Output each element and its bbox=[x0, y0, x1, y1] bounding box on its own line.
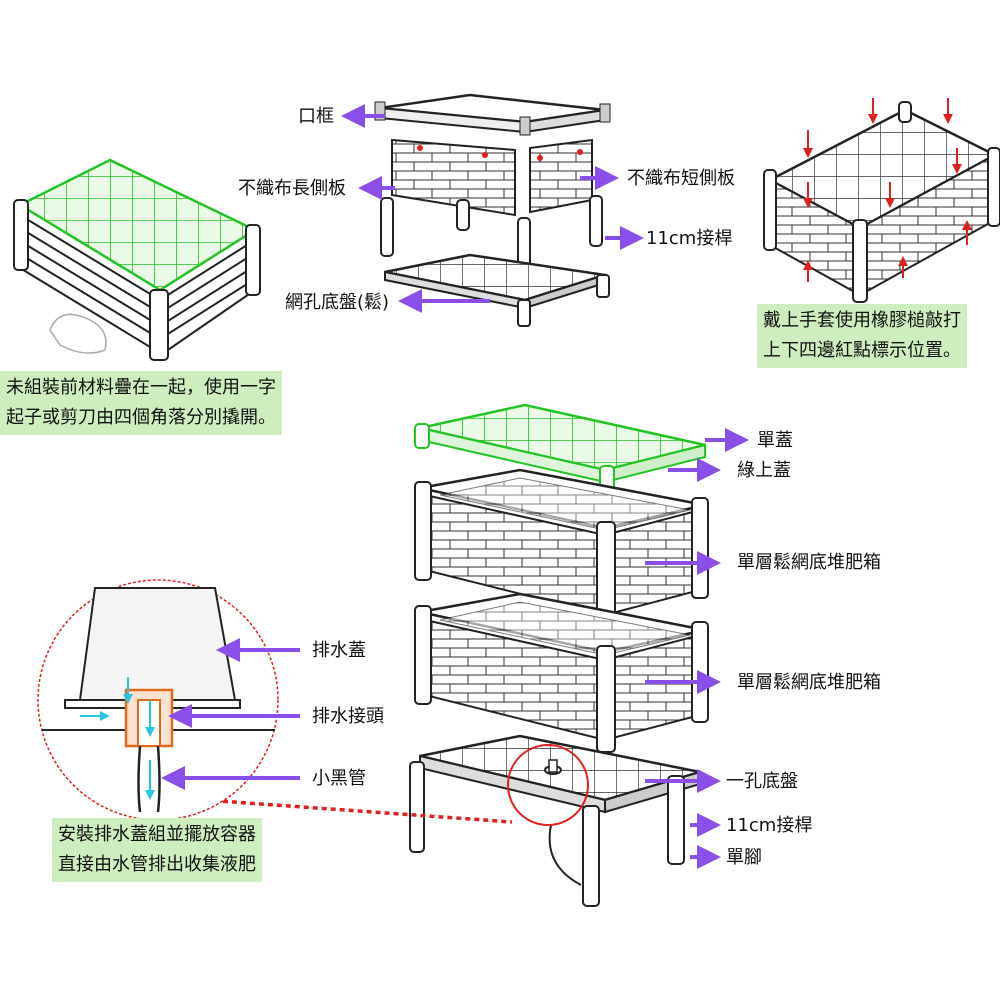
note-mallet-line-2: 上下四邊紅點標示位置。 bbox=[763, 340, 961, 361]
label-mesh-tray-loose: 網孔底盤(鬆) bbox=[285, 292, 390, 313]
label-rod-11cm-bottom: 11cm接桿 bbox=[726, 815, 813, 836]
note-unpack: 未組裝前材料疊在一起，使用一字 起子或剪刀由四個角落分別撬開。 bbox=[0, 371, 282, 435]
label-compost-box-2: 單層鬆網底堆肥箱 bbox=[737, 672, 881, 693]
note-unpack-line-2: 起子或剪刀由四個角落分別撬開。 bbox=[6, 407, 276, 428]
label-compost-box-1: 單層鬆網底堆肥箱 bbox=[737, 552, 881, 573]
stacked-materials-illustration bbox=[13, 158, 261, 361]
note-mallet: 戴上手套使用橡膠槌敲打 上下四邊紅點標示位置。 bbox=[757, 304, 967, 368]
stack-assembly-illustration bbox=[409, 403, 709, 907]
label-single-leg: 單腳 bbox=[726, 847, 762, 868]
label-black-tube: 小黑管 bbox=[312, 768, 366, 789]
zoom-connector-line bbox=[204, 798, 513, 824]
label-long-side-panel: 不織布長側板 bbox=[238, 178, 346, 199]
note-mallet-line-1: 戴上手套使用橡膠槌敲打 bbox=[763, 310, 961, 331]
assembled-box-illustration bbox=[763, 98, 1000, 303]
label-one-hole-tray: 一孔底盤 bbox=[726, 771, 798, 792]
note-drain: 安裝排水蓋組並擺放容器 直接由水管排出收集液肥 bbox=[52, 818, 262, 882]
drain-detail-zoom bbox=[37, 579, 279, 821]
callout-arrows bbox=[161, 104, 749, 869]
label-drain-cap: 排水蓋 bbox=[312, 640, 366, 661]
exploded-parts-illustration bbox=[374, 93, 611, 327]
note-unpack-line-1: 未組裝前材料疊在一起，使用一字 bbox=[6, 377, 276, 398]
label-drain-connector: 排水接頭 bbox=[312, 706, 384, 727]
note-drain-line-2: 直接由水管排出收集液肥 bbox=[58, 854, 256, 875]
label-single-cover: 單蓋 bbox=[757, 430, 793, 451]
note-drain-line-1: 安裝排水蓋組並擺放容器 bbox=[58, 824, 256, 845]
label-rod-11cm-top: 11cm接桿 bbox=[646, 228, 733, 249]
label-rim-frame: 口框 bbox=[298, 106, 334, 127]
label-green-cover: 綠上蓋 bbox=[737, 460, 791, 481]
label-short-side-panel: 不織布短側板 bbox=[627, 168, 735, 189]
